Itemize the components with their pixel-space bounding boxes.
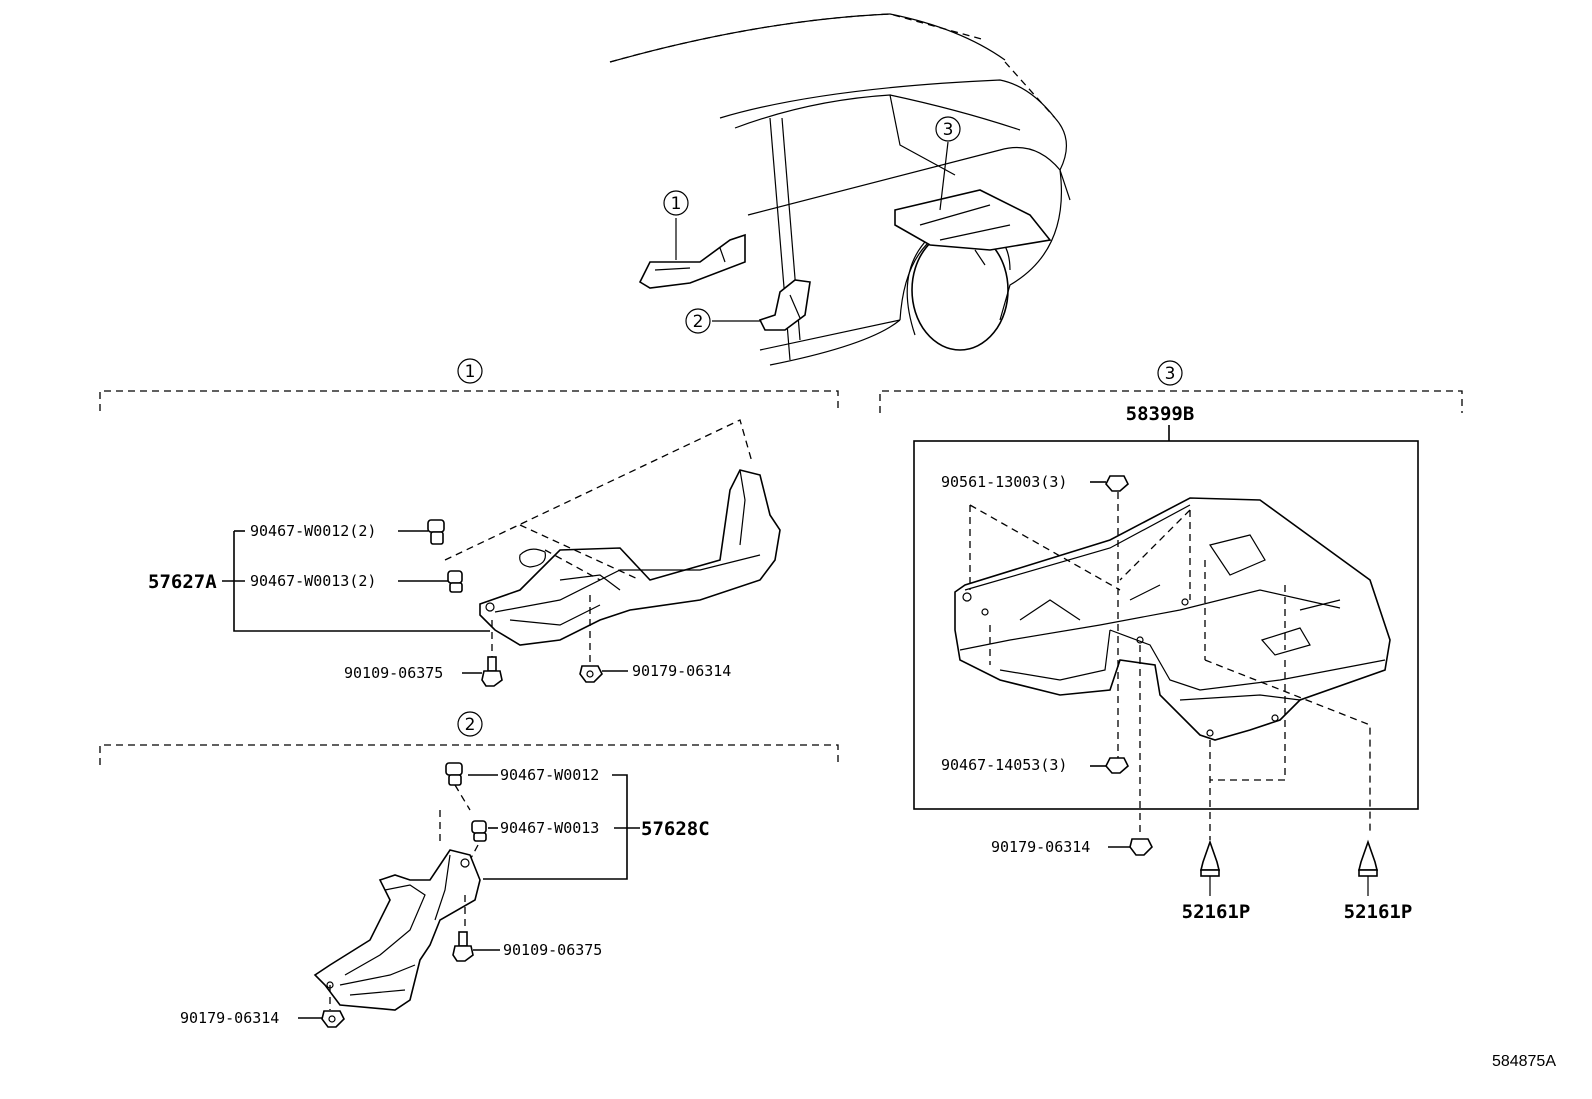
s1-nut-90179-icon [579, 665, 603, 683]
s3-part-52161P-left: 52161P [1182, 901, 1251, 923]
s3-undercover-panel [954, 497, 1391, 741]
s1-part-90467-W0013: 90467-W0013(2) [250, 572, 376, 590]
s2-part-90179-06314: 90179-06314 [180, 1009, 279, 1027]
s3-clip-52161P-right-icon [1357, 839, 1379, 896]
s1-bolt-90109-icon [481, 656, 503, 687]
overview-callout-2: 2 [693, 312, 704, 332]
s3-part-90467-14053: 90467-14053(3) [941, 756, 1067, 774]
s3-nut-90467-icon [1105, 757, 1129, 774]
s3-clip-52161P-left-icon [1199, 839, 1221, 896]
s3-part-90179-06314: 90179-06314 [991, 838, 1090, 856]
s1-assembly-label: 57627A [148, 571, 217, 593]
s3-nut-90179-icon [1129, 838, 1153, 856]
s2-part-90467-W0013: 90467-W0013 [500, 819, 599, 837]
s2-part-90109-06375: 90109-06375 [503, 941, 602, 959]
section-2-callout: 2 [465, 715, 476, 735]
s1-clip-w0012-icon [427, 519, 445, 545]
s3-part-90561-13003: 90561-13003(3) [941, 473, 1067, 491]
s2-clip-w0012-icon [445, 762, 463, 786]
s3-assembly-label: 58399B [1126, 403, 1195, 425]
s3-part-52161P-right: 52161P [1344, 901, 1413, 923]
s2-nut-90179-icon [321, 1010, 345, 1028]
section-1: 1 57627A 90467-W0012(2) 90467-W0013(2) [99, 358, 839, 687]
section-3-callout: 3 [1165, 364, 1176, 384]
s1-clip-w0013-icon [447, 570, 463, 593]
section-3: 3 58399B 90561-13003(3) [879, 360, 1463, 923]
s1-part-90467-W0012: 90467-W0012(2) [250, 522, 376, 540]
overview-callout-3: 3 [943, 120, 954, 140]
diagram-reference-number: 584875A [1492, 1053, 1556, 1070]
overview-callout-1: 1 [671, 194, 682, 214]
section-1-callout: 1 [465, 362, 476, 382]
s3-assembly-box [913, 440, 1419, 810]
s1-cover-57627A [479, 469, 781, 646]
s2-bolt-90109-icon [452, 931, 474, 962]
s2-bracket-57628C [313, 849, 481, 1011]
s1-part-90179-06314: 90179-06314 [632, 662, 731, 680]
vehicle-overview: 1 2 3 [609, 13, 1071, 366]
s3-nut-90561-icon [1105, 475, 1129, 492]
s1-part-90109-06375: 90109-06375 [344, 664, 443, 682]
s2-part-90467-W0012: 90467-W0012 [500, 766, 599, 784]
section-2: 2 90467-W0012 90467-W0013 57628C [99, 711, 839, 1028]
s2-assembly-label: 57628C [641, 818, 710, 840]
s2-clip-w0013-icon [471, 820, 487, 842]
